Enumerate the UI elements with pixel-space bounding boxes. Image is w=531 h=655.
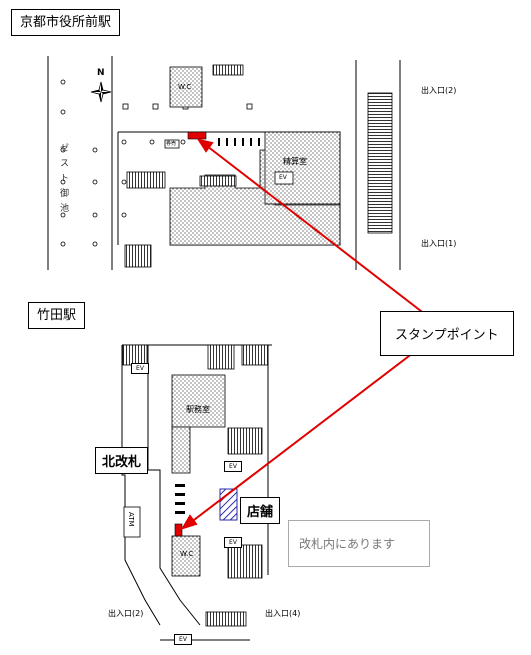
kyoto-wc-label: W.C	[178, 83, 192, 91]
north-label: N	[97, 68, 105, 78]
takeda-atm-label: ATM	[127, 512, 135, 527]
takeda-ev-2: EV	[224, 461, 242, 472]
takeda-exit-4: 出入口(4)	[265, 609, 301, 618]
takeda-office-label: 駅務室	[186, 405, 210, 414]
zest-oike-label: ゼスト御池	[58, 143, 68, 218]
kyoto-ev-label: EV	[279, 174, 287, 181]
stamp-marker-takeda	[174, 523, 183, 537]
takeda-wc-label: W.C	[180, 550, 194, 558]
takeda-ev-1: EV	[131, 363, 149, 374]
kyoto-seisan-label: 精算室	[283, 157, 307, 166]
north-gate-label: 北改札	[95, 447, 149, 474]
takeda-exit-2: 出入口(2)	[108, 609, 144, 618]
station-title-takeda: 竹田駅	[28, 302, 86, 329]
stamp-marker-kyoto	[187, 131, 207, 140]
takeda-map	[121, 344, 272, 641]
compass-icon	[90, 81, 112, 103]
inside-gate-note: 改札内にあります	[288, 520, 430, 567]
kyoto-exit-2: 出入口(2)	[421, 86, 457, 95]
takeda-ev-4: EV	[174, 634, 192, 645]
stamp-point-callout: スタンプポイント	[380, 311, 514, 356]
station-title-kyoto: 京都市役所前駅	[11, 9, 121, 36]
kyoto-exit-1: 出入口(1)	[421, 239, 457, 248]
pointer-arrows	[180, 138, 431, 530]
shop-label: 店舗	[240, 497, 281, 524]
takeda-ev-3: EV	[224, 537, 242, 548]
kyoto-kippu-label: 券売	[166, 141, 177, 147]
kyoto-map	[47, 56, 401, 270]
